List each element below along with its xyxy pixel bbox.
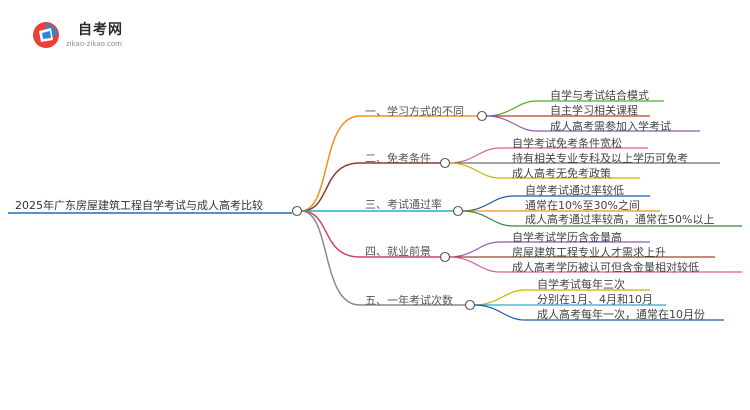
leaf-label-3-2: 通常在10%至30%之间	[525, 199, 640, 212]
branch-label-4: 四、就业前景	[365, 245, 431, 258]
leaf-connector-5-3	[473, 304, 724, 321]
leaf-label-4-1: 自学考试学历含金量高	[512, 231, 622, 244]
branch-label-3: 三、考试通过率	[365, 198, 442, 211]
branch-node-2[interactable]	[439, 157, 451, 169]
leaf-connector-2-3	[448, 162, 640, 179]
brand-name: 自考网	[78, 22, 123, 38]
root-node[interactable]	[291, 205, 303, 217]
branch-node-4[interactable]	[439, 251, 451, 263]
branch-connector-2	[300, 162, 440, 212]
leaf-label-5-1: 自学考试每年三次	[537, 278, 625, 291]
leaf-label-5-3: 成人高考每年一次，通常在10月份	[537, 308, 705, 321]
leaf-label-5-2: 分别在1月、4月和10月	[537, 293, 653, 306]
leaf-label-4-3: 成人高考学历被认可但含金量相对较低	[512, 261, 699, 274]
leaf-label-3-1: 自学考试通过率较低	[525, 184, 624, 197]
branch-label-2: 二、免考条件	[365, 152, 431, 165]
branch-connector-1	[300, 115, 477, 212]
branch-node-1[interactable]	[476, 110, 488, 122]
leaf-label-2-2: 持有相关专业专科及以上学历可免考	[512, 152, 688, 165]
leaf-connector-4-3	[448, 256, 742, 273]
branch-node-5[interactable]	[464, 299, 476, 311]
mindmap-root-label: 2025年广东房屋建筑工程自学考试与成人高考比较	[15, 199, 263, 212]
leaf-label-1-3: 成人高考需参加入学考试	[550, 120, 671, 133]
leaf-label-2-1: 自学考试免考条件宽松	[512, 137, 622, 150]
leaf-label-1-2: 自主学习相关课程	[550, 104, 638, 117]
logo-icon	[33, 22, 59, 48]
leaf-label-4-2: 房屋建筑工程专业人才需求上升	[512, 246, 666, 259]
branch-label-5: 五、一年考试次数	[365, 294, 453, 307]
leaf-label-1-1: 自学与考试结合模式	[550, 89, 649, 102]
branch-label-1: 一、学习方式的不同	[365, 105, 464, 118]
brand-domain: zikao-zikao.com	[66, 40, 122, 48]
leaf-connector-1-3	[485, 115, 700, 132]
branch-connector-5	[300, 210, 465, 306]
leaf-connector-3-3	[461, 210, 742, 227]
leaf-label-2-3: 成人高考无免考政策	[512, 167, 611, 180]
leaf-label-3-3: 成人高考通过率较高，通常在50%以上	[525, 213, 715, 226]
branch-connector-4	[300, 210, 440, 258]
branch-node-3[interactable]	[452, 205, 464, 217]
